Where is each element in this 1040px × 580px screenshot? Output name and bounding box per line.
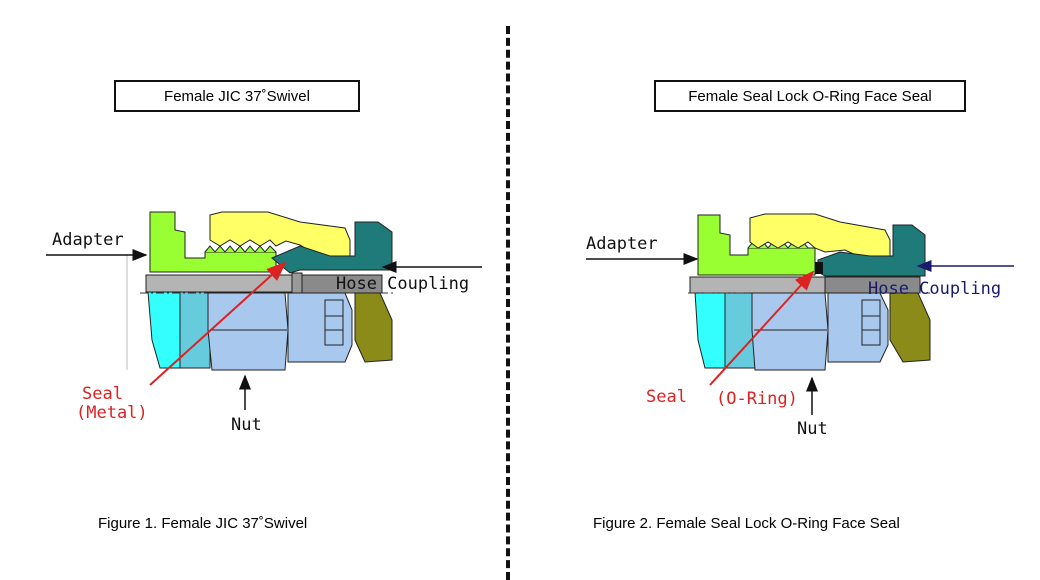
nut2-body xyxy=(749,213,891,257)
hose-coupling-body xyxy=(271,221,393,274)
nut2-hex xyxy=(751,292,829,371)
hose xyxy=(354,292,393,363)
figure1-title-box: Female JIC 37˚Swivel xyxy=(114,80,360,112)
seal-label: Seal xyxy=(82,384,123,404)
figure1-caption: Figure 1. Female JIC 37˚Swivel xyxy=(98,515,308,532)
adapter-label: Adapter xyxy=(52,230,124,250)
hose-coupling2-body xyxy=(817,224,926,277)
nut2-label: Nut xyxy=(797,419,828,439)
adapter2-body xyxy=(697,214,816,276)
seal-type-label: (Metal) xyxy=(76,403,148,423)
seal-arrow xyxy=(149,261,287,386)
nut-label: Nut xyxy=(231,415,262,435)
figure2-title: Female Seal Lock O-Ring Face Seal xyxy=(688,87,932,105)
seal2-arrow xyxy=(709,270,815,386)
adapter2-label: Adapter xyxy=(586,234,658,254)
hose-coupling2-label: Hose Coupling xyxy=(868,279,1001,299)
nut-body xyxy=(209,211,351,257)
figure1-title: Female JIC 37˚Swivel xyxy=(164,87,310,105)
shaft2 xyxy=(689,276,826,294)
nut-hex xyxy=(207,292,289,371)
seal2-label: Seal xyxy=(646,387,687,407)
figure1-diagram: Adapter Hose Coupling Seal (Metal) Nut xyxy=(46,211,482,435)
hose-coupling-label: Hose Coupling xyxy=(336,274,469,294)
dashed-divider xyxy=(506,26,510,580)
oring-label: (O-Ring) xyxy=(716,389,798,409)
hose2 xyxy=(889,292,931,363)
adapter-body xyxy=(149,211,277,273)
adapter2-hex-part xyxy=(724,291,756,369)
figure2-title-box: Female Seal Lock O-Ring Face Seal xyxy=(654,80,966,112)
figure2-caption: Figure 2. Female Seal Lock O-Ring Face S… xyxy=(593,515,900,532)
o-ring xyxy=(815,262,823,274)
